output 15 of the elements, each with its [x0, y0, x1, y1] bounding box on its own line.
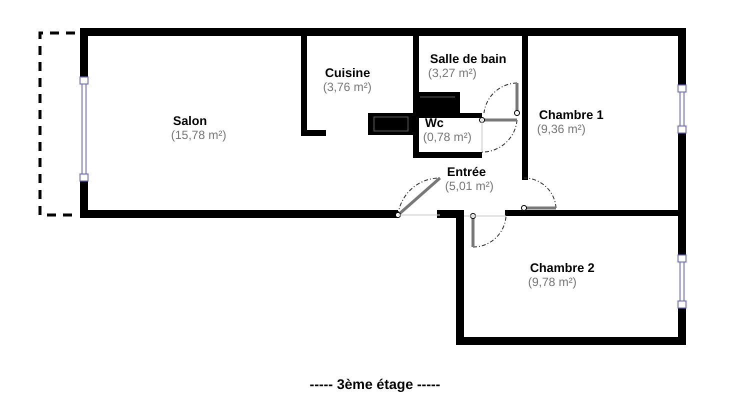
floor-caption: ----- 3ème étage -----	[310, 376, 440, 392]
room-area: (9,78 m²)	[528, 275, 577, 289]
room-name: Salle de bain	[430, 52, 506, 66]
room-area: (3,76 m²)	[323, 80, 372, 94]
room-area: (3,27 m²)	[428, 66, 477, 80]
room-name: Entrée	[447, 165, 486, 179]
room-area: (15,78 m²)	[171, 128, 226, 142]
room-name: Chambre 1	[539, 108, 604, 122]
room-area: (5,01 m²)	[445, 179, 494, 193]
room-name: Cuisine	[325, 66, 370, 80]
room-name: Chambre 2	[530, 261, 595, 275]
room-area: (0,78 m²)	[423, 130, 472, 144]
room-area: (9,36 m²)	[537, 122, 586, 136]
room-name: Salon	[173, 114, 208, 128]
room-name: Wc	[425, 116, 444, 130]
